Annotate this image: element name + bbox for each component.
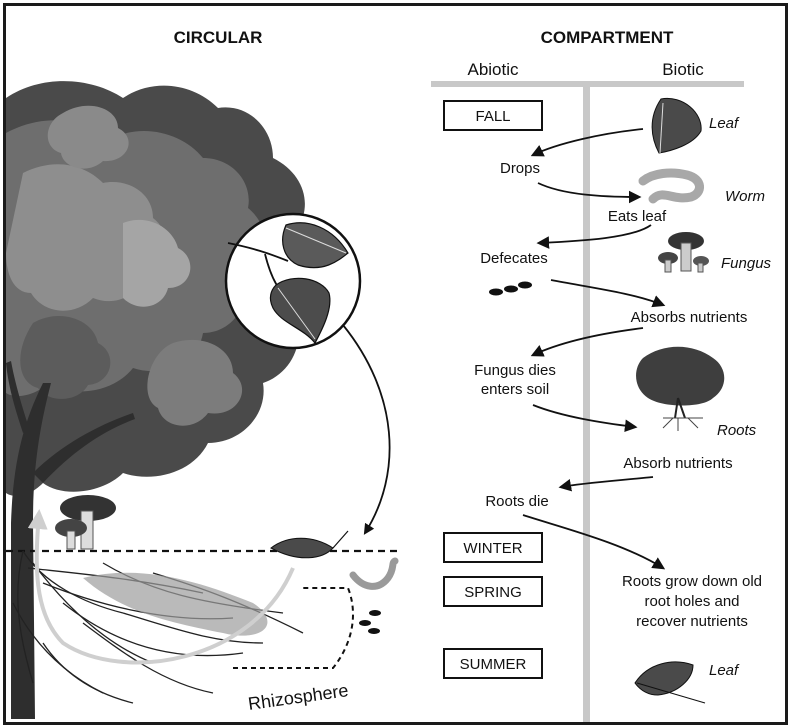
circular-heading: CIRCULAR [174,28,263,47]
step-roots-grow-2: root holes and [644,593,739,610]
fungus-icon [658,232,709,272]
droppings-icon [489,282,532,296]
diagram-frame: CIRCULAR [3,3,788,725]
svg-text:SUMMER: SUMMER [460,656,527,673]
season-summer: SUMMER [444,649,542,678]
worm-icon [643,173,700,199]
fallen-leaf [271,531,348,558]
season-fall: FALL [444,101,542,130]
step-roots-grow-1: Roots grow down old [622,573,762,590]
svg-text:FALL: FALL [475,108,510,125]
leaf-top-icon [652,98,701,153]
step-roots-die: Roots die [485,493,548,510]
season-spring: SPRING [444,577,542,606]
leaf-top-label: Leaf [709,115,740,132]
roots-tree-icon [636,347,724,431]
svg-text:SPRING: SPRING [464,584,522,601]
biotic-column-label: Biotic [662,60,704,79]
fungal-mat [83,573,267,636]
season-winter: WINTER [444,533,542,562]
svg-text:WINTER: WINTER [463,540,522,557]
compartment-heading: COMPARTMENT [541,28,674,47]
leaf-zoom-circle [226,214,360,348]
nutrient-cycle-diagram: CIRCULAR [6,6,785,722]
mushroom-left [55,495,116,549]
leaf-bottom-icon [635,662,705,703]
step-defecates: Defecates [480,250,548,267]
column-header-bar [431,81,744,87]
column-divider [583,87,590,722]
step-fungus-dies-2: enters soil [481,381,549,398]
rhizosphere-label: Rhizosphere [247,680,350,714]
step-absorb-nutrients: Absorb nutrients [623,455,732,472]
step-fungus-dies-1: Fungus dies [474,362,556,379]
leaf-bottom-label: Leaf [709,662,740,679]
tree-illustration [6,81,314,719]
step-roots-grow-3: recover nutrients [636,613,748,630]
fungus-label: Fungus [721,255,772,272]
leaf-fall-arrow [343,325,390,533]
worm-ground-icon [353,561,395,586]
worm-label: Worm [725,188,765,205]
roots-label: Roots [717,422,757,439]
step-absorbs-nutrients: Absorbs nutrients [631,309,748,326]
step-eats-leaf: Eats leaf [608,208,667,225]
droppings-ground [359,610,381,634]
step-drops: Drops [500,160,540,177]
abiotic-column-label: Abiotic [467,60,519,79]
